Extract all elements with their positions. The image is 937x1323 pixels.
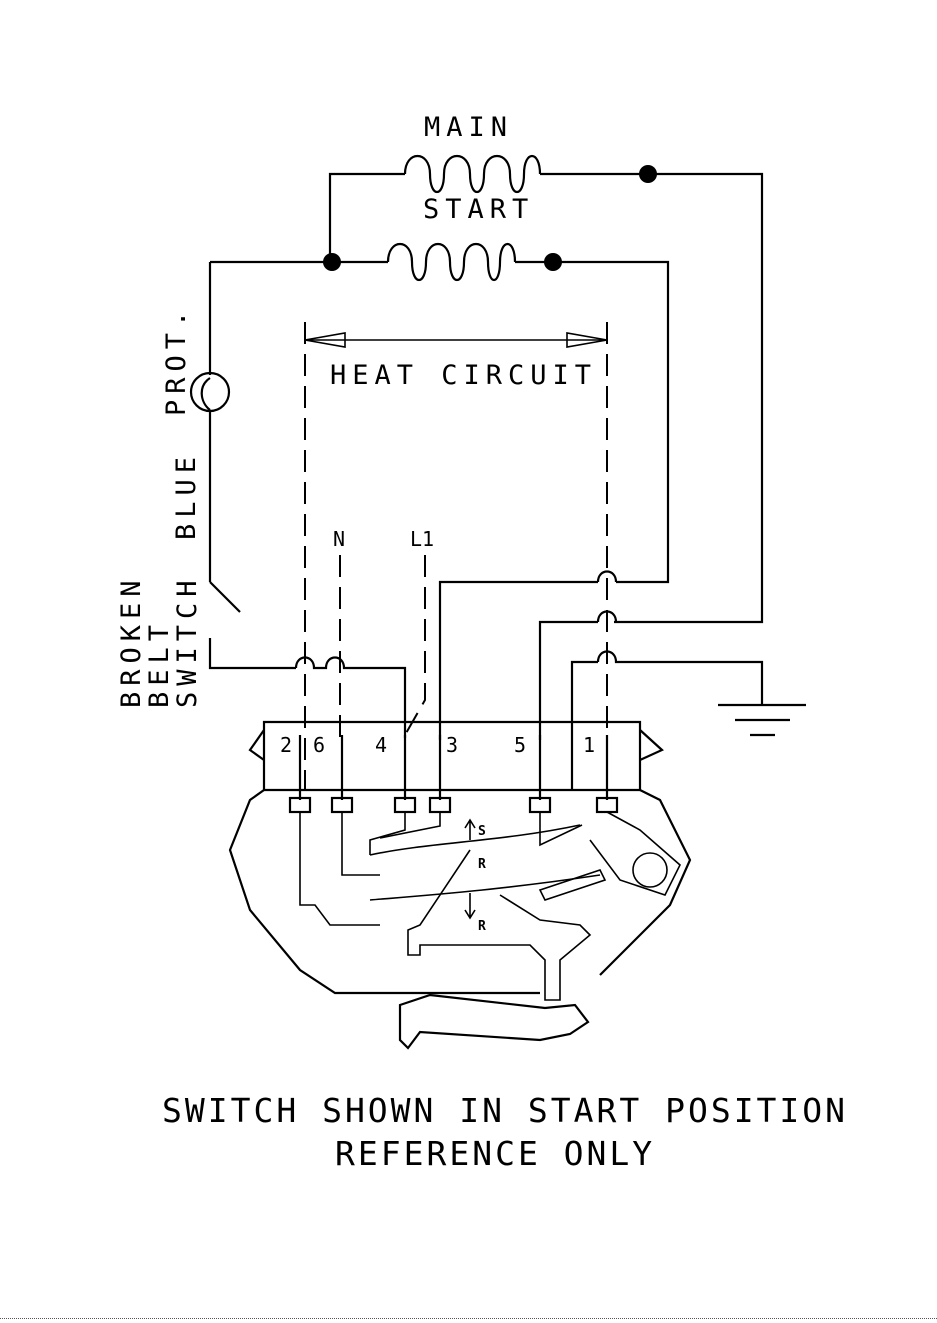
blue-label: BLUE — [171, 451, 202, 540]
caption-line-2: REFERENCE ONLY — [335, 1134, 655, 1173]
n-label: N — [333, 527, 345, 551]
r-mark-lower: R — [478, 919, 486, 934]
heat-circuit-label: HEAT CIRCUIT — [330, 360, 597, 391]
terminal-1: 1 — [583, 733, 595, 757]
terminal-feed-wires — [440, 572, 762, 791]
main-label: MAIN — [424, 112, 513, 143]
broken-label: BROKEN — [116, 574, 147, 708]
pivot-circle — [633, 853, 667, 887]
bottom-border — [0, 1318, 937, 1319]
start-label: START — [423, 194, 534, 225]
r-mark-upper: R — [478, 857, 486, 872]
start-node-right — [544, 253, 562, 271]
terminal-3: 3 — [446, 733, 458, 757]
caption-line-1: SWITCH SHOWN IN START POSITION — [162, 1091, 848, 1130]
ground-symbol — [718, 705, 806, 735]
start-winding — [210, 244, 668, 582]
belt-label: BELT — [144, 619, 175, 708]
terminal-6: 6 — [313, 733, 325, 757]
terminal-4: 4 — [375, 733, 387, 757]
l1-lead — [405, 555, 425, 735]
main-node-right — [639, 165, 657, 183]
l1-label: L1 — [410, 527, 434, 551]
switch-label: SWITCH — [172, 574, 203, 708]
s-mark: S — [478, 824, 486, 839]
protector-wire — [191, 262, 405, 738]
terminal-5: 5 — [514, 733, 526, 757]
start-node-left — [323, 253, 341, 271]
terminal-2: 2 — [280, 733, 292, 757]
switch-mechanism — [300, 812, 680, 1000]
heat-circuit-dimension — [305, 322, 607, 790]
prot-label: PROT. — [161, 305, 192, 416]
